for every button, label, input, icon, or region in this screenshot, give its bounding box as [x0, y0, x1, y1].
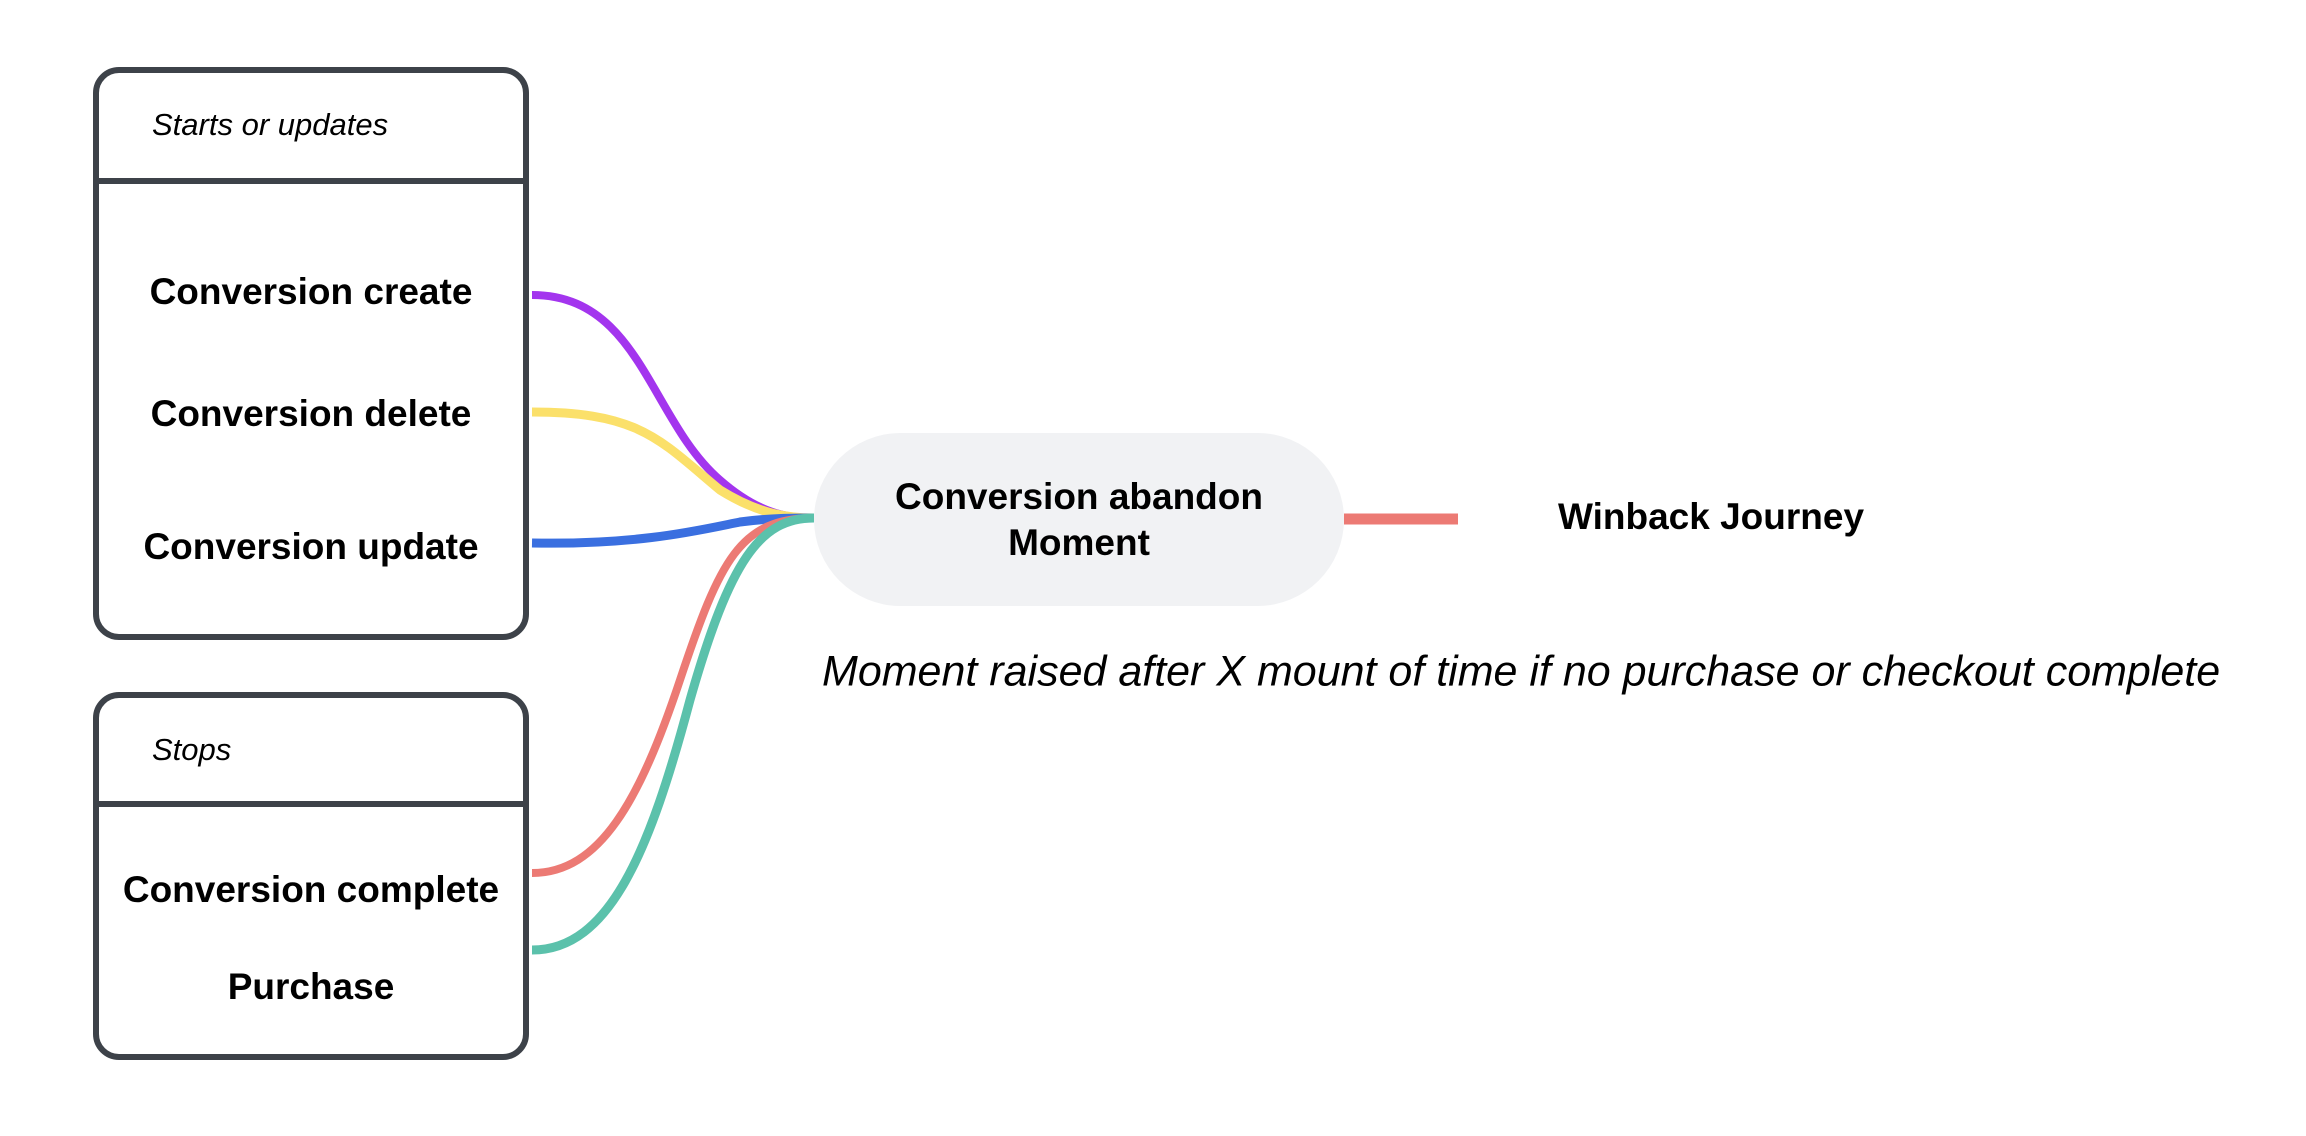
connector-create	[531, 291, 815, 522]
starts-or-updates-group: Starts or updates Conversion create Conv…	[93, 67, 529, 640]
moment-label-line1: Conversion abandon	[895, 475, 1263, 517]
group-header-label: Stops	[152, 732, 232, 767]
event-conversion-delete: Conversion delete	[150, 393, 472, 434]
moment-node: Conversion abandon Moment	[814, 433, 1344, 606]
moment-note: Moment raised after X mount of time if n…	[822, 647, 2221, 696]
group-header: Stops	[99, 698, 523, 807]
group-header: Starts or updates	[99, 73, 523, 184]
connector-complete	[531, 514, 815, 877]
moment-label-line2: Moment	[1008, 521, 1150, 563]
journey-label: Winback Journey	[1558, 496, 1865, 537]
group-header-label: Starts or updates	[152, 107, 389, 142]
stops-group: Stops Conversion complete Purchase	[93, 692, 529, 1060]
event-conversion-update: Conversion update	[143, 526, 479, 567]
event-purchase: Purchase	[227, 966, 395, 1007]
connector-purchase	[531, 513, 815, 955]
event-conversion-complete: Conversion complete	[122, 869, 500, 910]
event-conversion-create: Conversion create	[149, 271, 473, 312]
